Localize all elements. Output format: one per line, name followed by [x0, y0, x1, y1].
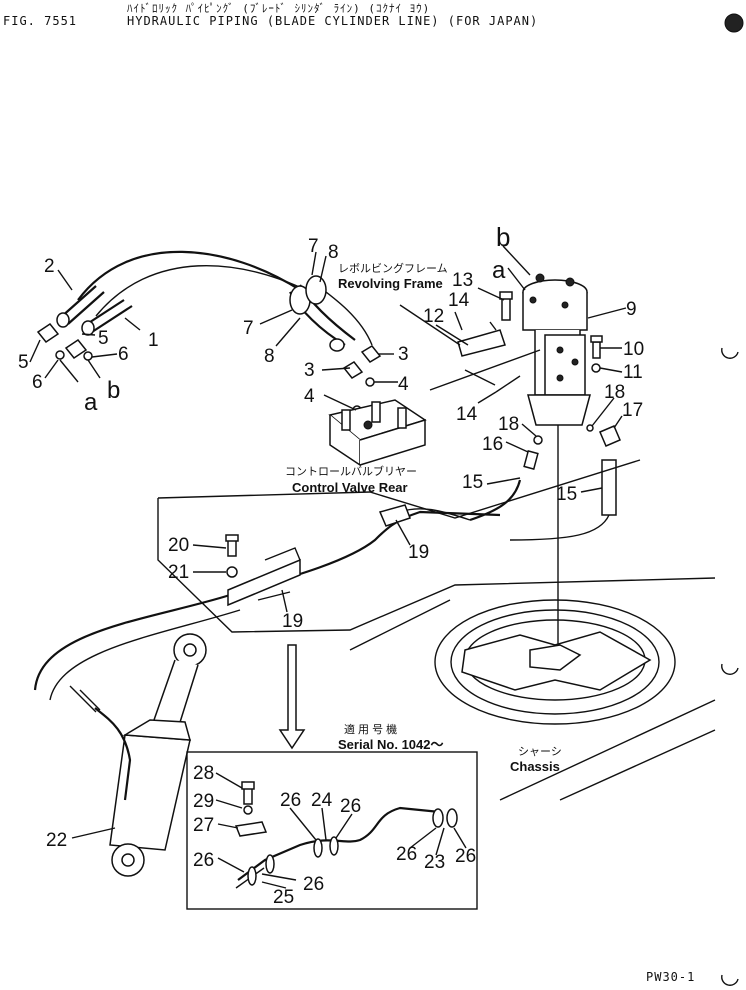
callout-1: 1: [148, 330, 159, 351]
binder-hole-mark: [721, 663, 739, 675]
figure-number: FIG. 7551: [3, 14, 78, 28]
callout-29: 29: [193, 791, 214, 812]
control-valve-label: Control Valve Rear: [292, 480, 408, 495]
inset-detail: [234, 781, 458, 889]
callout-8: 8: [264, 346, 275, 367]
callout-13: 13: [452, 270, 473, 291]
inset-arrow: [278, 644, 306, 750]
callout-b: b: [496, 222, 510, 252]
blade-cylinder: [69, 633, 207, 877]
swivel-joint: [522, 273, 591, 660]
callout-14: 14: [456, 404, 478, 425]
callout-3: 3: [398, 344, 409, 365]
callout-7: 7: [243, 318, 254, 339]
chassis-label: Chassis: [510, 759, 560, 774]
title-japanese: ﾊｲﾄﾞﾛﾘｯｸ ﾊﾟｲﾋﾟﾝｸﾞ (ﾌﾞﾚｰﾄﾞ ｼﾘﾝﾀﾞ ﾗｲﾝ) (ｺｸ…: [127, 2, 431, 15]
callout-26: 26: [396, 844, 417, 865]
callout-17: 17: [622, 400, 643, 421]
callout-22: 22: [46, 830, 67, 851]
page-code: PW30-1: [646, 970, 696, 984]
callout-19: 19: [408, 542, 429, 563]
binder-hole-mark: [721, 347, 739, 359]
callout-4: 4: [304, 386, 315, 407]
bracket-and-bolts: [457, 291, 603, 393]
callout-15: 15: [462, 472, 483, 493]
pipe-run: [33, 504, 501, 701]
corner-mark: [724, 13, 744, 33]
control-valve-jp: コントロールバルブリヤー: [285, 464, 417, 478]
detail-boundary: [157, 459, 716, 633]
chassis-jp: シャーシ: [518, 746, 562, 758]
callout-28: 28: [193, 763, 214, 784]
callout-21: 21: [168, 562, 189, 583]
binder-hole-mark: [721, 974, 739, 986]
callout-5: 5: [18, 352, 29, 373]
callout-14: 14: [448, 290, 470, 311]
callout-26: 26: [455, 846, 476, 867]
callout-3: 3: [304, 360, 315, 381]
callout-15: 15: [556, 484, 577, 505]
chassis-turntable: [349, 599, 716, 801]
callout-7: 7: [308, 236, 319, 257]
callout-26: 26: [280, 790, 301, 811]
callout-26: 26: [303, 874, 324, 895]
callout-12: 12: [423, 306, 444, 327]
callout-a: a: [84, 389, 98, 416]
callout-2: 2: [44, 256, 55, 277]
lower-hoses: [469, 424, 621, 541]
upper-hoses: [36, 250, 319, 361]
callout-16: 16: [482, 434, 503, 455]
callout-27: 27: [193, 815, 214, 836]
callout-10: 10: [623, 339, 644, 360]
callout-24: 24: [311, 790, 333, 811]
callout-18: 18: [604, 382, 625, 403]
callout-6: 6: [32, 372, 43, 393]
revolving-frame-label: Revolving Frame: [338, 276, 443, 291]
callout-25: 25: [273, 887, 294, 908]
callout-26: 26: [193, 850, 214, 871]
callout-6: 6: [118, 344, 129, 365]
control-valve: [328, 399, 427, 467]
callout-4: 4: [398, 374, 409, 395]
detail-inset-box: [186, 751, 478, 910]
leader-lines: [29, 245, 627, 889]
callout-23: 23: [424, 852, 445, 873]
serial-jp: 適 用 号 機: [344, 722, 397, 736]
callout-8: 8: [328, 242, 339, 263]
callout-19: 19: [282, 611, 303, 632]
callout-20: 20: [168, 535, 189, 556]
callout-5: 5: [98, 328, 109, 349]
callout-18: 18: [498, 414, 519, 435]
callout-9: 9: [626, 299, 637, 320]
revolving-frame-jp: レボルビングフレーム: [338, 261, 448, 275]
callout-b: b: [107, 377, 120, 404]
title-english: HYDRAULIC PIPING (BLADE CYLINDER LINE) (…: [127, 14, 539, 28]
callout-a: a: [492, 257, 506, 284]
callout-11: 11: [623, 362, 643, 383]
callout-26: 26: [340, 796, 361, 817]
serial-number-label: Serial No. 1042～: [338, 737, 444, 752]
